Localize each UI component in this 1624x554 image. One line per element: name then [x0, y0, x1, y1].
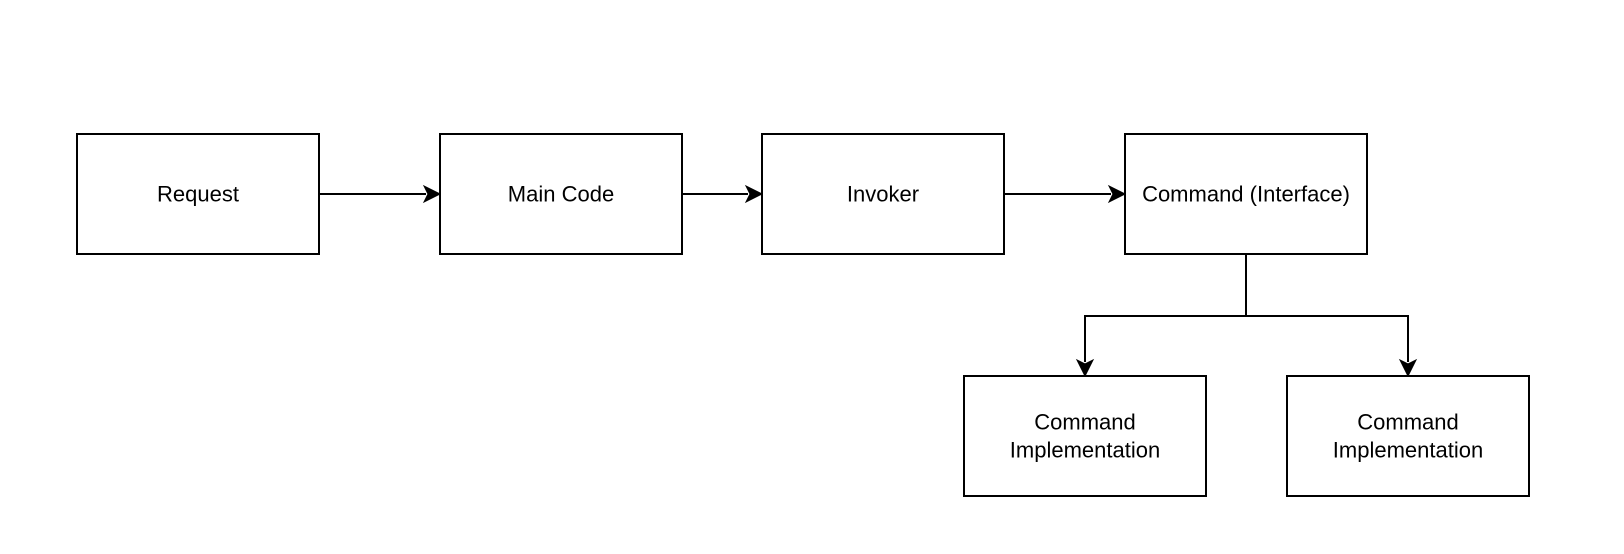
node-label: Invoker: [847, 182, 919, 207]
node-label: Request: [157, 182, 239, 207]
edge-line: [1084, 254, 1247, 362]
edge-request-to-main_code: [319, 184, 442, 204]
node-box: [963, 375, 1207, 497]
arrow-head-icon: [1075, 358, 1095, 378]
node-label: Command (Interface): [1142, 182, 1350, 207]
edge-invoker-to-command_interface: [1004, 184, 1127, 204]
node-main-code: Main Code: [439, 133, 683, 255]
node-request: Request: [76, 133, 320, 255]
edges-layer: [319, 184, 1418, 378]
node-label: Implementation: [1010, 438, 1160, 463]
edge-line: [1245, 254, 1409, 362]
node-box: [1286, 375, 1530, 497]
node-box: [439, 133, 683, 255]
arrow-head-icon: [1107, 184, 1127, 204]
node-label: Command: [1357, 410, 1458, 435]
node-box: [1124, 133, 1368, 255]
node-box: [761, 133, 1005, 255]
edge-command_interface-to-command_impl_2: [1245, 254, 1418, 378]
arrow-head-icon: [422, 184, 442, 204]
node-command-interface: Command (Interface): [1124, 133, 1368, 255]
node-label: Command: [1034, 410, 1135, 435]
node-invoker: Invoker: [761, 133, 1005, 255]
node-box: [76, 133, 320, 255]
edge-command_interface-to-command_impl_1: [1075, 254, 1247, 378]
edge-main_code-to-invoker: [682, 184, 764, 204]
arrow-head-icon: [1398, 358, 1418, 378]
node-label: Main Code: [508, 182, 614, 207]
node-label: Implementation: [1333, 438, 1483, 463]
arrow-head-icon: [744, 184, 764, 204]
nodes-layer: Request Main Code Invoker Command (Interfac…: [76, 133, 1530, 497]
